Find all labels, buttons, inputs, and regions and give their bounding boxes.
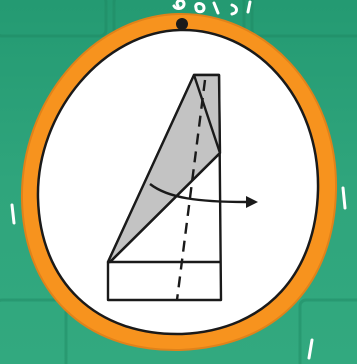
black-pin-dot: [176, 18, 188, 30]
white-doodle-left: [12, 205, 14, 223]
white-doodle-right: [343, 188, 345, 208]
